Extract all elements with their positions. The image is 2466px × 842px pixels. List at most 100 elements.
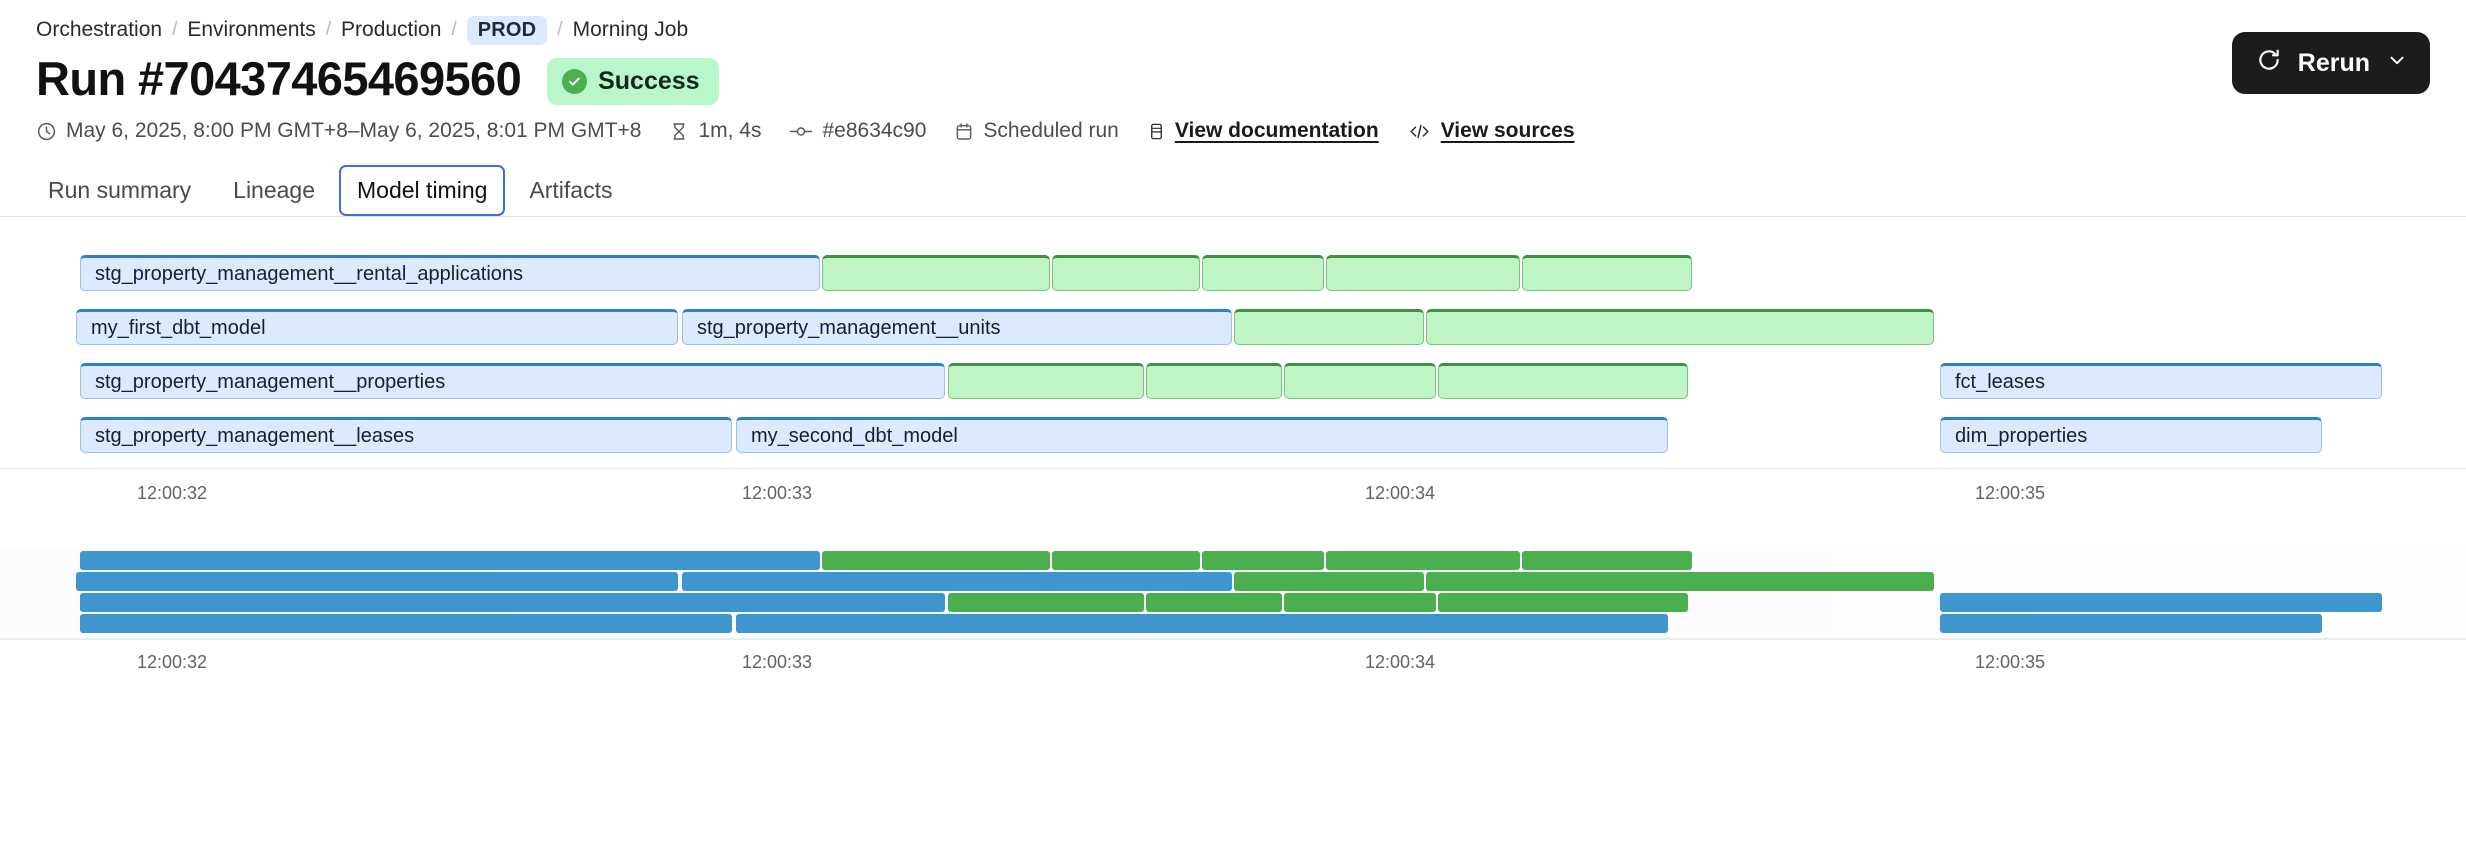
minimap-bar-test[interactable] [1522, 551, 1692, 570]
minimap-bar-model[interactable] [80, 614, 732, 633]
gantt-bar-test[interactable] [1052, 255, 1200, 291]
minimap-bar-test[interactable] [1052, 551, 1200, 570]
breadcrumb-item-morning-job: Morning Job [572, 18, 689, 41]
minimap-row [0, 550, 2466, 571]
view-documentation-link[interactable]: View documentation [1174, 119, 1379, 142]
breadcrumb-separator: / [325, 19, 332, 40]
gantt-bar-test[interactable] [948, 363, 1144, 399]
gantt-bar-label: stg_property_management__units [697, 316, 1001, 339]
gantt-row: my_first_dbt_model stg_property_managemen… [0, 300, 2466, 354]
header-title-row: Run #70437465469560 Success Rerun [0, 30, 2466, 105]
breadcrumb: Orchestration / Environments / Production / PR… [0, 0, 2466, 45]
minimap-axis-tick: 12:00:33 [742, 652, 813, 672]
meta-timerange: May 6, 2025, 8:00 PM GMT+8–May 6, 2025, … [36, 119, 641, 143]
minimap-row [0, 613, 2466, 634]
minimap-bar-test[interactable] [1438, 593, 1688, 612]
rerun-button-label: Rerun [2297, 48, 2370, 77]
minimap-bar-model[interactable] [80, 551, 820, 570]
minimap-axis-tick: 12:00:34 [1365, 652, 1436, 672]
timeline-minimap[interactable] [0, 550, 2466, 634]
gantt-row: stg_property_management__properties fct_l… [0, 354, 2466, 408]
gantt-bar-stg_property_management__properties[interactable]: stg_property_management__properties [80, 363, 945, 399]
book-icon [1147, 121, 1166, 142]
meta-trigger: Scheduled run [954, 119, 1119, 143]
tab-lineage[interactable]: Lineage [215, 165, 333, 216]
clock-icon [36, 121, 57, 142]
gantt-bar-fct_leases[interactable]: fct_leases [1940, 363, 2382, 399]
gantt-bar-test[interactable] [822, 255, 1050, 291]
gantt-bar-test[interactable] [1284, 363, 1436, 399]
gantt-row: stg_property_management__rental_applicat… [0, 246, 2466, 300]
tab-model-timing[interactable]: Model timing [339, 165, 506, 216]
gantt-axis-tick: 12:00:33 [742, 483, 813, 503]
gantt-bar-my_first_dbt_model[interactable]: my_first_dbt_model [76, 309, 678, 345]
minimap-bar-test[interactable] [1146, 593, 1282, 612]
status-badge-label: Success [598, 67, 700, 95]
gantt-bar-label: stg_property_management__properties [95, 370, 446, 393]
rerun-button[interactable]: Rerun [2231, 32, 2430, 94]
hourglass-icon [669, 121, 689, 142]
minimap-bar-model[interactable] [1940, 593, 2382, 612]
minimap-bar-model[interactable] [80, 593, 945, 612]
meta-duration: 1m, 4s [669, 119, 761, 143]
minimap-axis-tick: 12:00:32 [137, 652, 208, 672]
minimap-row [0, 571, 2466, 592]
gantt-bar-my_second_dbt_model[interactable]: my_second_dbt_model [736, 417, 1668, 453]
gantt-bar-test[interactable] [1438, 363, 1688, 399]
minimap-bar-model[interactable] [1940, 614, 2322, 633]
gantt-bar-stg_property_management__units[interactable]: stg_property_management__units [682, 309, 1232, 345]
minimap-bar-test[interactable] [1234, 572, 1424, 591]
view-sources-link[interactable]: View sources [1440, 119, 1575, 142]
breadcrumb-item-orchestration[interactable]: Orchestration [36, 18, 163, 41]
minimap-bar-test[interactable] [1202, 551, 1324, 570]
minimap-row [0, 592, 2466, 613]
minimap-axis-tick: 12:00:35 [1975, 652, 2046, 672]
gantt-bar-label: stg_property_management__leases [95, 424, 415, 447]
meta-sources[interactable]: View sources [1407, 119, 1575, 143]
refresh-icon [2256, 47, 2282, 80]
gantt-bar-label: my_first_dbt_model [91, 316, 266, 339]
git-commit-icon [789, 121, 813, 142]
minimap-bar-model[interactable] [76, 572, 678, 591]
minimap-bar-model[interactable] [736, 614, 1668, 633]
gantt-bar-test[interactable] [1326, 255, 1520, 291]
gantt-bar-dim_properties[interactable]: dim_properties [1940, 417, 2322, 453]
breadcrumb-separator: / [557, 19, 563, 40]
minimap-bar-test[interactable] [1326, 551, 1520, 570]
gantt-bar-label: fct_leases [1955, 370, 2046, 393]
tab-bar-divider [0, 216, 2466, 217]
gantt-bar-stg_property_management__leases[interactable]: stg_property_management__leases [80, 417, 732, 453]
gantt-bar-test[interactable] [1146, 363, 1282, 399]
meta-commit: #e8634c90 [789, 119, 926, 143]
breadcrumb-item-production[interactable]: Production [341, 18, 442, 41]
check-circle-icon [562, 69, 588, 94]
gantt-bar-label: my_second_dbt_model [751, 424, 958, 447]
gantt-axis-tick: 12:00:35 [1975, 483, 2046, 503]
gantt-bar-test[interactable] [1202, 255, 1324, 291]
meta-documentation[interactable]: View documentation [1147, 119, 1379, 143]
gantt-bar-test[interactable] [1522, 255, 1692, 291]
minimap-bar-test[interactable] [1426, 572, 1934, 591]
meta-trigger-label: Scheduled run [983, 119, 1119, 142]
breadcrumb-item-prod[interactable]: PROD [466, 15, 548, 45]
minimap-bar-test[interactable] [948, 593, 1144, 612]
gantt-axis-tick: 12:00:34 [1365, 483, 1436, 503]
status-badge: Success [547, 58, 719, 105]
breadcrumb-separator: / [451, 19, 457, 40]
run-metadata-row: May 6, 2025, 8:00 PM GMT+8–May 6, 2025, … [0, 105, 2466, 143]
gantt-bar-test[interactable] [1426, 309, 1934, 345]
minimap-bar-test[interactable] [1284, 593, 1436, 612]
minimap-bar-test[interactable] [822, 551, 1050, 570]
minimap-time-axis: 12:00:32 12:00:33 12:00:34 12:00:35 [0, 638, 2466, 682]
minimap-bar-model[interactable] [682, 572, 1232, 591]
gantt-bar-stg_property_management__rental_applications[interactable]: stg_property_management__rental_applicat… [80, 255, 820, 291]
gantt-bar-test[interactable] [1234, 309, 1424, 345]
breadcrumb-separator: / [172, 19, 178, 40]
tab-artifacts[interactable]: Artifacts [511, 165, 630, 216]
breadcrumb-item-environments[interactable]: Environments [187, 18, 316, 41]
meta-duration-label: 1m, 4s [698, 119, 762, 142]
gantt-row: stg_property_management__leases my_second… [0, 408, 2466, 462]
tab-run-summary[interactable]: Run summary [30, 165, 209, 216]
